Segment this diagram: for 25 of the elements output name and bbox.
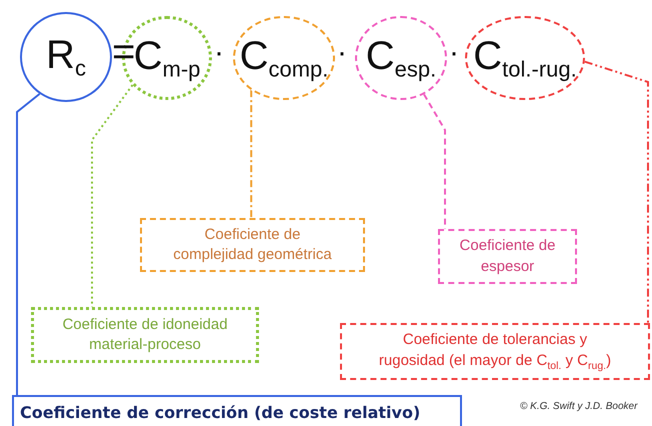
multiplication-dot: · <box>449 38 459 68</box>
leader-line <box>423 94 446 229</box>
description-text: Coeficiente de corrección (de coste relativo) <box>20 402 420 424</box>
leader-line <box>250 90 252 218</box>
term-symbol: C$_{m-p}$ <box>134 36 200 80</box>
description-box <box>140 218 365 272</box>
description-box <box>438 229 577 284</box>
leader-line <box>16 93 40 395</box>
description-text: Coeficiente de complejidad geométrica <box>172 224 333 265</box>
description-box <box>340 323 650 380</box>
description-box <box>31 307 259 363</box>
term-symbol: R$_{c}$ <box>46 34 86 80</box>
equals-sign: = <box>112 32 136 72</box>
description-text: Coeficiente de espesor <box>458 236 556 276</box>
term-symbol: C$_{comp.}$ <box>240 36 328 80</box>
leader-line <box>91 84 134 307</box>
multiplication-dot: · <box>214 38 224 68</box>
title-box <box>12 395 462 426</box>
description-text: Coeficiente de tolerancias y rugosidad (el mayor de C$_{tol.}$ y C$_{rug.}$) <box>378 330 612 373</box>
leader-line <box>584 60 649 323</box>
description-text: Coeficiente de idoneidad material-proceso <box>61 314 229 355</box>
term-symbol: C$_{esp.}$ <box>366 36 436 80</box>
term-symbol: C$_{tol.-rug.}$ <box>473 36 577 80</box>
copyright-note: © K.G. Swift y J.D. Booker <box>520 402 638 412</box>
multiplication-dot: · <box>337 38 347 68</box>
